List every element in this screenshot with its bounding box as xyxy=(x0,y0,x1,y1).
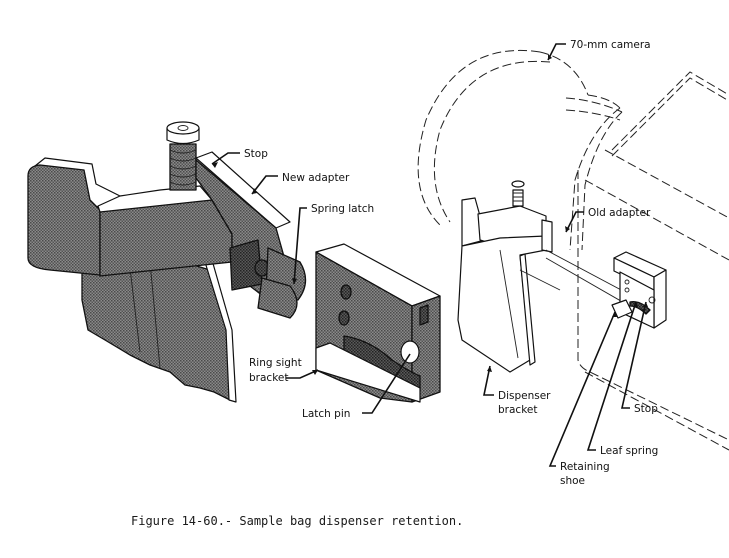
label-stop-left: Stop xyxy=(244,148,268,160)
label-dispenser-bracket-1: Dispenser xyxy=(498,390,551,402)
label-old-adapter: Old adapter xyxy=(588,207,651,219)
figure-caption: Figure 14-60.- Sample bag dispenser rete… xyxy=(131,514,464,528)
label-stop-right: Stop xyxy=(634,403,658,415)
screw-spring xyxy=(166,121,200,191)
label-dispenser-bracket-2: bracket xyxy=(498,404,537,416)
label-retaining-shoe-1: Retaining xyxy=(560,461,610,473)
label-latch-pin: Latch pin xyxy=(302,408,350,420)
old-adapter-part xyxy=(611,251,667,329)
dispenser-bracket xyxy=(457,180,641,373)
label-retaining-shoe-2: shoe xyxy=(560,475,585,487)
label-camera: 70-mm camera xyxy=(570,39,651,51)
camera-outline xyxy=(417,49,729,451)
label-leaf-spring: Leaf spring xyxy=(600,445,658,457)
leader-lines xyxy=(211,43,648,467)
new-adapter-assembly xyxy=(27,121,307,403)
label-new-adapter: New adapter xyxy=(282,172,350,184)
ring-sight-bracket xyxy=(315,243,441,403)
label-ring-sight-bracket-2: bracket xyxy=(249,372,288,384)
label-spring-latch: Spring latch xyxy=(311,203,374,215)
label-ring-sight-bracket-1: Ring sight xyxy=(249,357,302,369)
